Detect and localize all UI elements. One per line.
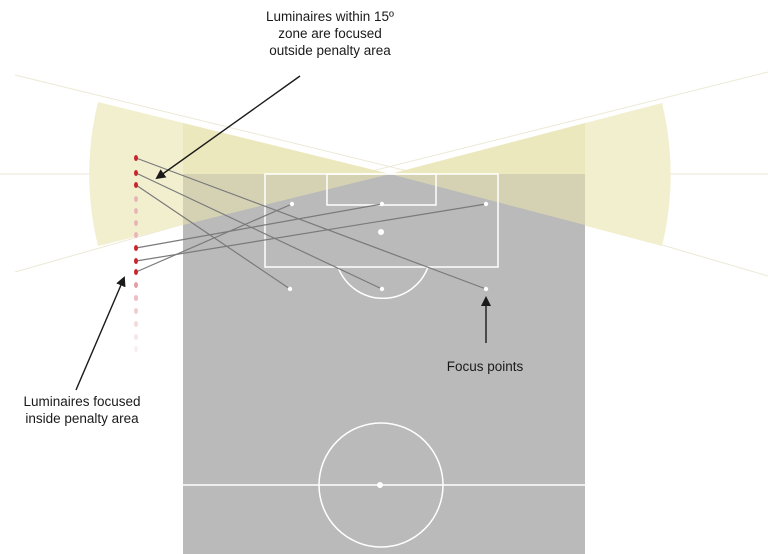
luminaire-active: [134, 182, 138, 188]
focus-point: [287, 286, 293, 292]
penalty-arc: [337, 266, 429, 299]
luminaire-faded: [134, 232, 138, 238]
luminaire-faded: [134, 220, 138, 226]
luminaire-faded: [134, 308, 138, 314]
pitch-markings: [183, 173, 585, 548]
arrow-to-inner-luminaires: [75, 276, 126, 391]
luminaire-active: [134, 245, 138, 251]
focus-point: [379, 286, 385, 292]
luminaire-faded: [134, 295, 138, 301]
aim-line-3: [135, 184, 291, 290]
annotation-line: outside penalty area: [269, 43, 391, 58]
luminaire-faded: [134, 196, 138, 202]
focus-point: [483, 201, 489, 207]
penalty-spot: [378, 229, 384, 235]
focus-point: [289, 201, 295, 207]
luminaire-faded: [134, 208, 138, 214]
centre-spot: [377, 482, 383, 488]
aim-line-4: [135, 203, 383, 249]
annotation-line: zone are focused: [278, 26, 382, 41]
annotation-line: inside penalty area: [25, 411, 139, 426]
luminaire-active: [134, 170, 138, 176]
luminaire-faded: [134, 321, 138, 327]
aim-line-6: [135, 203, 293, 273]
aiming-lines: [135, 157, 487, 290]
outside-penalty-area-annotation: Luminaires within 15º zone are focused o…: [230, 8, 430, 59]
aim-line-5: [135, 203, 487, 262]
annotation-line: Luminaires within 15º: [266, 9, 394, 24]
aim-line-1: [135, 157, 487, 290]
luminaire-active: [134, 269, 138, 275]
focus-point: [379, 201, 385, 207]
focus-point: [483, 286, 489, 292]
beam-guide-line-right-upper: [359, 71, 768, 175]
luminaire-active: [134, 258, 138, 264]
luminaire-column: [134, 155, 138, 352]
inside-penalty-area-annotation: Luminaires focused inside penalty area: [2, 393, 162, 427]
focus-points-label: Focus points: [446, 359, 524, 374]
pitch: [183, 174, 585, 554]
luminaire-active: [134, 155, 138, 161]
centre-circle: [318, 422, 444, 548]
beam-guide-line-left-upper: [14, 74, 421, 175]
focus-points: [287, 201, 489, 292]
aim-line-2: [135, 172, 383, 290]
luminaire-faded: [134, 334, 138, 340]
luminaire-faded: [134, 282, 138, 288]
luminaire-faded: [134, 346, 138, 352]
annotation-line: Luminaires focused: [23, 394, 141, 409]
arrow-to-outer-luminaires: [155, 75, 301, 180]
